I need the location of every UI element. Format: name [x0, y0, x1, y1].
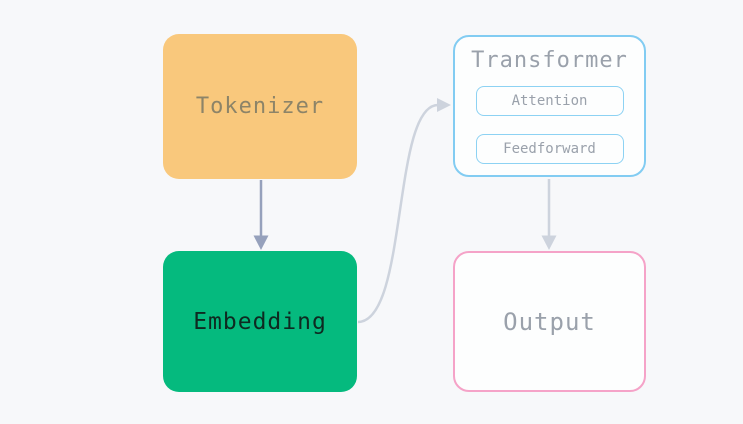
node-attention[interactable]: Attention — [475, 86, 624, 116]
node-tokenizer[interactable]: Tokenizer — [163, 34, 357, 179]
edge-embedding-transformer — [357, 98, 451, 324]
node-attention-label: Attention — [511, 93, 588, 109]
edge-tokenizer-embedding — [253, 180, 269, 250]
node-output[interactable]: Output — [453, 251, 646, 392]
node-feedforward-label: Feedforward — [503, 141, 596, 157]
node-embedding[interactable]: Embedding — [163, 251, 357, 392]
node-embedding-label: Embedding — [193, 308, 327, 335]
node-output-label: Output — [503, 307, 596, 336]
node-feedforward[interactable]: Feedforward — [475, 134, 624, 164]
node-tokenizer-label: Tokenizer — [195, 94, 325, 119]
node-transformer-label: Transformer — [471, 48, 628, 73]
node-transformer[interactable]: Transformer Attention Feedforward — [453, 35, 646, 177]
edge-transformer-output — [541, 179, 557, 250]
